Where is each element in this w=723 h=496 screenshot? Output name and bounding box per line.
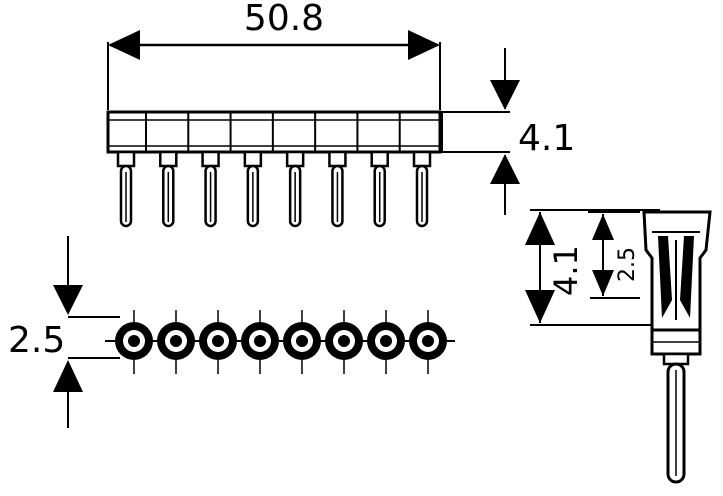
front-pin: [285, 112, 317, 228]
side-socket-profile: [642, 210, 712, 484]
top-contact: [157, 310, 195, 374]
top-view: 2.5: [8, 236, 455, 428]
side-inner-label: 2.5: [615, 247, 640, 282]
height-label: 4.1: [518, 118, 575, 159]
side-outer-dimension: 4.1: [525, 209, 660, 326]
width-label: 50.8: [244, 0, 324, 39]
width-dimension: 50.8: [107, 0, 441, 110]
top-contact: [367, 310, 405, 374]
top-contact: [409, 310, 447, 374]
front-pin: [328, 112, 359, 228]
socket-strip-body: [106, 110, 442, 154]
front-pin: [243, 112, 274, 228]
front-pins: [116, 112, 443, 228]
side-outer-label: 4.1: [547, 245, 585, 296]
side-view: 4.1 2.5: [525, 209, 712, 484]
top-contact: [325, 310, 363, 374]
pitch-dimension: 2.5: [8, 236, 120, 428]
top-contacts: [115, 310, 447, 374]
height-dimension: 4.1: [440, 48, 575, 215]
front-pin: [201, 112, 232, 228]
pitch-label: 2.5: [8, 320, 65, 361]
top-contact: [199, 310, 237, 374]
top-contact: [241, 310, 279, 374]
front-pin: [370, 112, 401, 228]
front-view: 50.8 4.1: [106, 0, 575, 228]
front-pin: [116, 112, 147, 228]
front-pin: [412, 112, 443, 228]
top-contact: [115, 310, 153, 374]
side-inner-dimension: 2.5: [588, 211, 640, 299]
front-pin: [159, 112, 190, 228]
top-contact: [283, 310, 321, 374]
